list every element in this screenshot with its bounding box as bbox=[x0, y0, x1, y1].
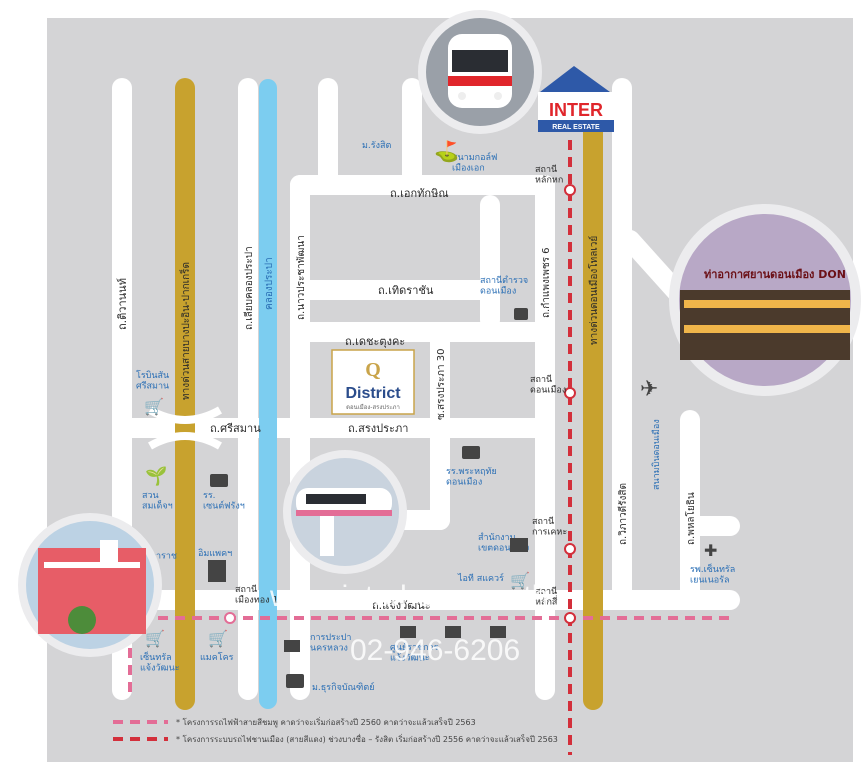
project-name: District bbox=[345, 385, 401, 402]
logo-subtitle: REAL ESTATE bbox=[552, 124, 600, 131]
folder-icon-govt-2 bbox=[445, 626, 461, 638]
watermark-url: www.interhome.co.th bbox=[269, 580, 548, 613]
folder-icon-district bbox=[510, 538, 528, 552]
label-impact: อิมแพคฯ bbox=[198, 548, 232, 559]
golf-icon: ⛳ bbox=[434, 139, 459, 163]
label-expressway-right: ทางด่วนดอนเมืองโทลเวย์ bbox=[587, 236, 600, 345]
label-nawa-pracha: ถ.นาวประชาพัฒนา bbox=[296, 235, 307, 320]
shopping-cart-icon-central: 🛒 bbox=[145, 629, 165, 648]
shopping-cart-icon-makro: 🛒 bbox=[208, 629, 228, 648]
label-liap-khlong-prapa: ถ.เลียบคลองประปา bbox=[243, 246, 255, 330]
label-airport-road: สนามบินดอนเมือง bbox=[651, 419, 662, 490]
central-mall-photo bbox=[18, 513, 162, 657]
monorail-photo bbox=[283, 450, 407, 574]
project-q-mark: Q bbox=[365, 359, 381, 381]
legend-text-red: * โครงการระบบรถไฟชานเมือง (สายสีแดง) ช่ว… bbox=[176, 733, 558, 744]
label-dhurakij: ม.ธุรกิจบัณฑิตย์ bbox=[312, 681, 375, 693]
train-photo-top bbox=[418, 10, 542, 134]
police-icon bbox=[514, 308, 528, 320]
label-station-lak-hok: สถานีหลักหก bbox=[535, 164, 563, 185]
label-station-lak-si: สถานีหลักสี่ bbox=[535, 586, 558, 607]
shopping-cart-icon-it: 🛒 bbox=[510, 571, 530, 590]
inter-logo: INTER REAL ESTATE bbox=[538, 66, 614, 132]
folder-icon-mea bbox=[284, 640, 300, 652]
project-marker: Q District ดอนเมือง-สรงประภา bbox=[331, 349, 415, 415]
station-marker-lak-si bbox=[564, 612, 576, 624]
legend: * โครงการรถไฟฟ้าสายสีชมพู คาดว่าจะเริ่มก… bbox=[113, 716, 558, 744]
label-vibhavadi: ถ.วิภาวดีรังสิต bbox=[617, 483, 629, 545]
label-station-mueang-thong-1: สถานีเมืองทอง 1 bbox=[235, 584, 278, 605]
label-expressway-left: ทางด่วนสายบางปะอิน-ปากเกร็ด bbox=[178, 262, 192, 400]
label-chaeng-watthana: ถ.แจ้งวัฒนะ bbox=[372, 599, 431, 612]
label-mea: การประปานครหลวง bbox=[310, 633, 351, 653]
airport-photo-caption: ท่าอากาศยานดอนเมือง DON bbox=[704, 268, 846, 281]
label-soi-songprapa-30: ซ.สรงประภา 30 bbox=[436, 348, 447, 420]
label-it-square: ไอที สแควร์ bbox=[457, 572, 504, 584]
label-kamphaeng-phet-6: ถ.กำแพงเพชร 6 bbox=[541, 247, 552, 318]
station-marker-lak-hok bbox=[564, 184, 576, 196]
road-network bbox=[112, 78, 740, 700]
label-si-saman: ถ.ศรีสมาน bbox=[210, 422, 261, 435]
briefcase-icon-dhurakij bbox=[286, 674, 304, 688]
label-rangsit-university: ม.รังสิต bbox=[362, 140, 392, 151]
label-govt-center: ศูนย์ราชการแจ้งวัฒนะ bbox=[390, 641, 439, 663]
label-makro: แมคโคร bbox=[200, 652, 234, 663]
watermark-phone: 02-946-6206 bbox=[350, 634, 520, 667]
briefcase-icon-school bbox=[462, 446, 480, 459]
label-school-saint: รร.เซนต์ฟรังฯ bbox=[203, 491, 245, 511]
interchange-curves bbox=[148, 406, 222, 450]
building-icon-impact bbox=[208, 560, 226, 582]
landmark-icons: ⛳ 🛒 🌱 🛒 🛒 🛒 ✈ ✚ bbox=[144, 139, 717, 688]
label-golf-course: สนามกอล์ฟเมืองเอก bbox=[452, 151, 497, 173]
label-decha-tungkha: ถ.เดชะตุงคะ bbox=[345, 335, 405, 348]
logo-brand: INTER bbox=[549, 100, 603, 120]
folder-icon-govt-1 bbox=[400, 626, 416, 638]
station-marker-mueang-thong-1 bbox=[224, 612, 236, 624]
legend-text-pink: * โครงการรถไฟฟ้าสายสีชมพู คาดว่าจะเริ่มก… bbox=[176, 716, 476, 728]
station-marker-kan-kheha bbox=[564, 543, 576, 555]
briefcase-icon-saint bbox=[210, 474, 228, 487]
airport-photo: ท่าอากาศยานดอนเมือง DON bbox=[669, 204, 861, 396]
station-marker-don-mueang bbox=[564, 387, 576, 399]
project-subtitle: ดอนเมือง-สรงประภา bbox=[346, 403, 400, 411]
station-markers bbox=[224, 184, 576, 624]
label-tiwanon: ถ.ติวานนท์ bbox=[116, 278, 129, 330]
label-robinson: โรบินสันศรีสมาน bbox=[136, 370, 169, 391]
shopping-cart-icon: 🛒 bbox=[144, 397, 164, 416]
label-phahonyothin: ถ.พหลโยธิน bbox=[684, 492, 697, 545]
label-ekkathosarot: ถ.เอกทักษิณ bbox=[390, 187, 449, 200]
label-police-station: สถานีตำรวจดอนเมือง bbox=[480, 275, 528, 296]
hospital-cross-icon: ✚ bbox=[704, 541, 717, 560]
plant-icon: 🌱 bbox=[145, 466, 167, 487]
folder-icon-govt-3 bbox=[490, 626, 506, 638]
label-songprapa: ถ.สรงประภา bbox=[348, 422, 408, 435]
label-station-don-mueang: สถานีดอนเมือง bbox=[530, 374, 566, 395]
label-school-phrahruthai: รร.พระหฤทัยดอนเมือง bbox=[446, 467, 497, 487]
label-park: สวนสมเด็จฯ bbox=[142, 491, 173, 511]
label-central: เซ็นทรัลแจ้งวัฒนะ bbox=[140, 650, 180, 673]
label-station-kan-kheha: สถานีการเคหะ bbox=[532, 516, 567, 537]
label-canal: คลองประปา bbox=[264, 257, 275, 310]
label-thoet-racha: ถ.เทิดราชัน bbox=[378, 284, 434, 297]
airplane-icon: ✈ bbox=[640, 377, 658, 402]
label-hospital: รพ.เซ็นทรัลเยนเนอรัล bbox=[690, 562, 735, 585]
label-district-office: สำนักงานเขตดอนเมือง bbox=[478, 532, 529, 553]
